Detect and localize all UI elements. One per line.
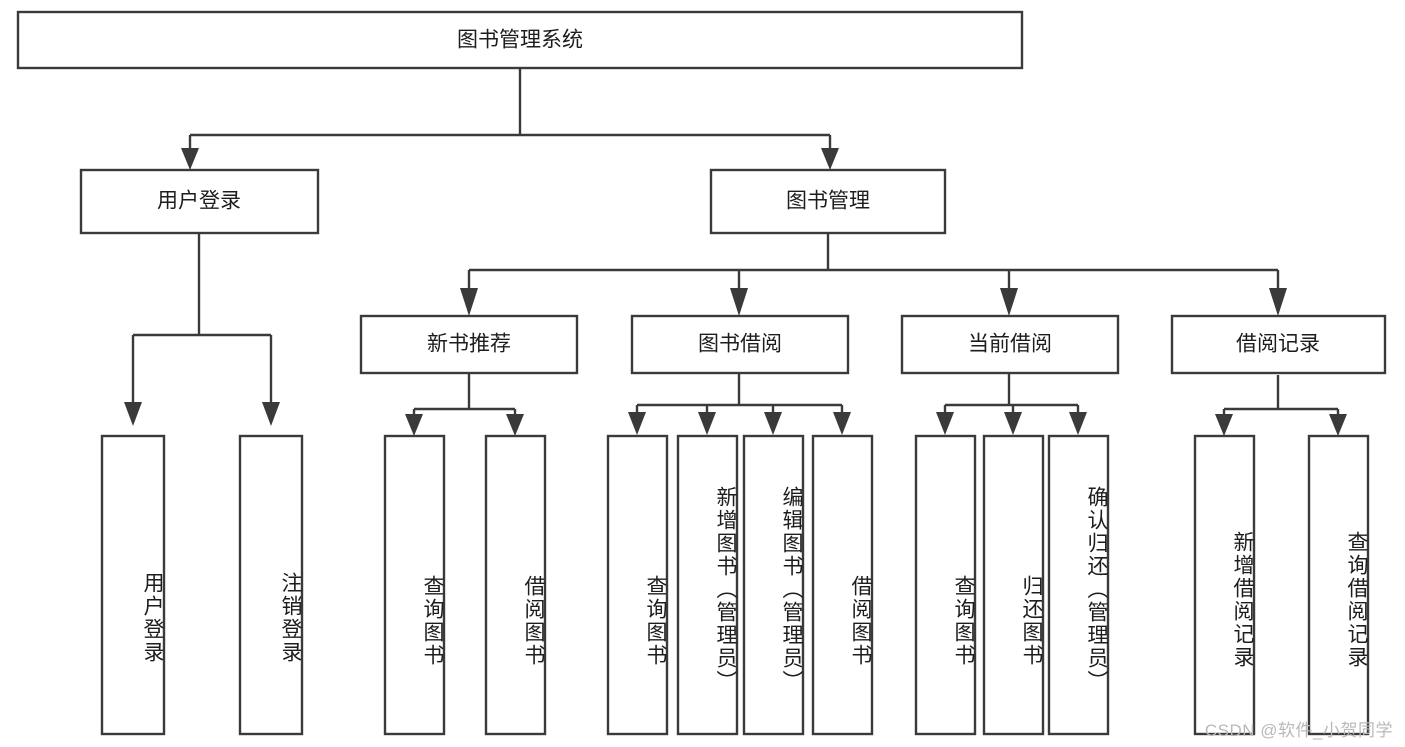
node-current-borrow-label: 当前借阅 [968, 333, 1052, 356]
arrow-head-new-book-recommend [460, 288, 478, 316]
node-book-borrow[interactable]: 图书借阅 [630, 314, 850, 375]
node-leaf-add-book[interactable] [676, 434, 739, 736]
arrow-head-book-management [821, 148, 839, 170]
arrow-head-leaf-return-book [1004, 412, 1022, 435]
node-new-book-recommend-label: 新书推荐 [427, 333, 511, 356]
node-root-label: 图书管理系统 [457, 29, 583, 52]
arrow-head-current-borrow [1000, 288, 1018, 316]
node-leaf-query-book-3[interactable] [914, 434, 977, 736]
arrow-head-leaf-edit-book [764, 412, 782, 435]
node-leaf-borrow-book-1[interactable] [484, 434, 547, 736]
node-root[interactable]: 图书管理系统 [16, 10, 1024, 70]
node-book-management[interactable]: 图书管理 [709, 168, 947, 235]
node-new-book-recommend[interactable]: 新书推荐 [359, 314, 579, 375]
arrow-head-leaf-query-book-2 [628, 412, 646, 435]
node-leaf-add-record[interactable] [1193, 434, 1256, 736]
arrow-head-leaf-query-book-1 [405, 414, 423, 436]
arrow-head-user-login [181, 148, 199, 170]
node-leaf-return-book[interactable] [982, 434, 1045, 736]
arrow-head-borrow-record [1269, 288, 1287, 316]
node-leaf-borrow-book-2[interactable] [811, 434, 874, 736]
arrow-head-leaf-query-record [1329, 414, 1347, 436]
arrow-head-leaf-confirm-return [1069, 412, 1087, 435]
arrow-head-leaf-logout-login [262, 402, 280, 426]
node-user-login[interactable]: 用户登录 [79, 168, 320, 235]
node-leaf-query-record[interactable] [1307, 434, 1370, 736]
arrow-head-book-borrow [730, 288, 748, 316]
node-leaf-edit-book[interactable] [742, 434, 805, 736]
node-user-login-label: 用户登录 [157, 190, 241, 213]
node-leaf-confirm-return[interactable] [1047, 434, 1110, 736]
node-current-borrow[interactable]: 当前借阅 [900, 314, 1120, 375]
node-leaf-user-login[interactable] [100, 434, 166, 736]
arrow-head-leaf-borrow-book-1 [506, 414, 524, 436]
node-borrow-record-label: 借阅记录 [1236, 333, 1320, 356]
arrow-head-leaf-add-book [698, 412, 716, 435]
connector-group [124, 68, 1347, 436]
node-book-borrow-label: 图书借阅 [698, 333, 782, 356]
arrow-head-leaf-borrow-book-2 [833, 412, 851, 435]
arrow-head-leaf-query-book-3 [936, 412, 954, 435]
node-borrow-record[interactable]: 借阅记录 [1170, 314, 1387, 375]
node-leaf-query-book-1[interactable] [383, 434, 446, 736]
node-leaf-logout-login[interactable] [238, 434, 304, 736]
node-book-management-label: 图书管理 [786, 190, 870, 213]
node-leaf-query-book-2[interactable] [606, 434, 669, 736]
csdn-watermark: CSDN @软件_小贺同学 [1204, 721, 1393, 740]
arrow-head-leaf-add-record [1215, 414, 1233, 436]
arrow-head-leaf-user-login [124, 402, 142, 426]
